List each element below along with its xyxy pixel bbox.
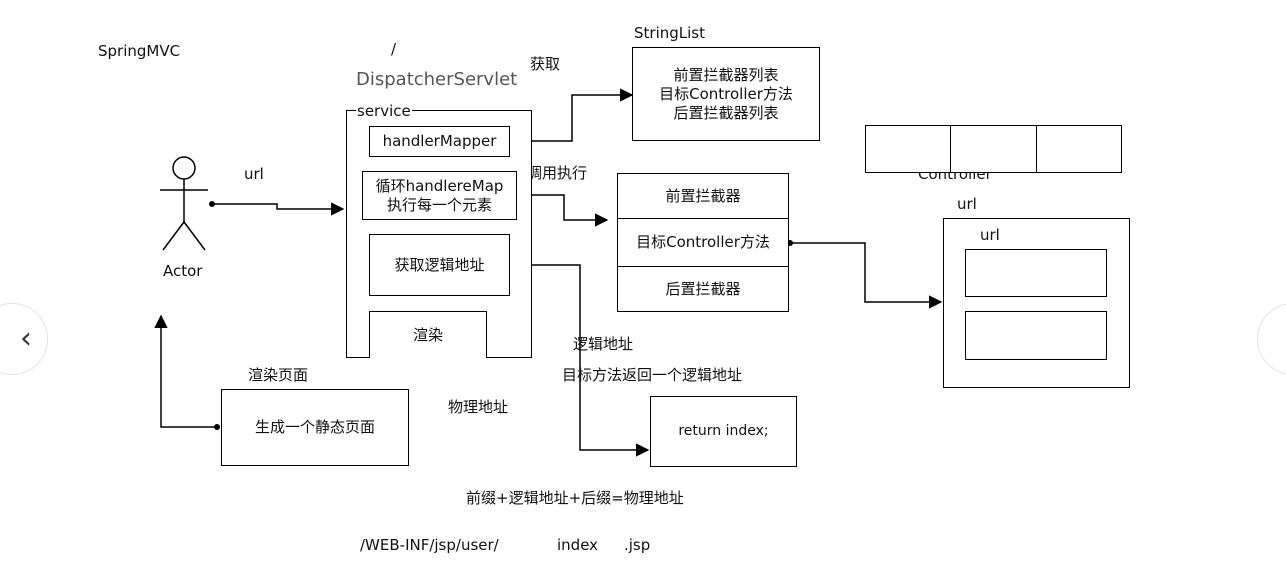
edge-handlermapper-to-stringlist <box>512 88 634 142</box>
chain-pre-text: 前置拦截器 <box>665 186 741 205</box>
actor-label: Actor <box>163 262 203 280</box>
method-returns-label: 目标方法返回一个逻辑地址 <box>562 366 743 384</box>
chain-post-interceptor: 后置拦截器 <box>617 266 789 312</box>
chain-pre-interceptor: 前置拦截器 <box>617 173 789 219</box>
return-index-text: return index; <box>678 423 769 439</box>
stringlist-title: StringList <box>634 24 705 42</box>
generate-static-text: 生成一个静态页面 <box>254 418 375 436</box>
controller-cell <box>865 125 952 173</box>
get-logic-addr-box: 获取逻辑地址 <box>369 234 510 296</box>
edge-render-page-to-actor <box>154 314 217 428</box>
controller-cell <box>1036 125 1122 173</box>
path-prefix-label: /WEB-INF/jsp/user/ <box>360 536 499 554</box>
physical-addr-label: 物理地址 <box>448 398 509 416</box>
service-label: service <box>356 102 412 120</box>
chevron-left-icon: ‹ <box>20 321 32 356</box>
controller-url-inner-label: url <box>980 226 1000 244</box>
invoke-label: 调用执行 <box>527 164 588 182</box>
stringlist-line-3: 后置拦截器列表 <box>673 103 779 122</box>
get-logic-addr-text: 获取逻辑地址 <box>394 255 485 274</box>
formula-label: 前缀+逻辑地址+后缀=物理地址 <box>466 489 684 507</box>
stringlist-box: 前置拦截器列表 目标Controller方法 后置拦截器列表 <box>632 47 820 141</box>
loop-text-2: 执行每一个元素 <box>386 195 492 214</box>
controller-box <box>943 218 1130 388</box>
actor-figure <box>160 156 208 251</box>
loop-box: 循环handlereMap 执行每一个元素 <box>362 171 517 220</box>
edge-controller-method-to-controller <box>790 242 943 309</box>
chain-controller-method: 目标Controller方法 <box>617 218 789 267</box>
controller-url-slot <box>965 311 1107 360</box>
path-index-label: index <box>557 536 599 554</box>
diagram-title: SpringMVC <box>98 42 181 60</box>
slash-label: / <box>391 40 397 58</box>
handler-mapper-box: handlerMapper <box>369 126 510 157</box>
render-box: 渲染 <box>369 311 487 358</box>
controller-url-outer-label: url <box>957 195 977 213</box>
generate-static-box: 生成一个静态页面 <box>221 389 409 466</box>
fetch-label: 获取 <box>530 55 561 73</box>
stringlist-line-2: 目标Controller方法 <box>659 84 793 103</box>
render-page-label: 渲染页面 <box>248 366 309 384</box>
logic-addr-label: 逻辑地址 <box>573 335 634 353</box>
edge-dot <box>214 424 220 430</box>
loop-text-1: 循环handlereMap <box>375 176 504 195</box>
edge-loop-to-chain <box>520 194 609 227</box>
controller-cell <box>950 125 1038 173</box>
chain-post-text: 后置拦截器 <box>665 279 741 298</box>
controller-url-slot <box>965 249 1107 297</box>
edge-actor-to-service <box>212 202 345 216</box>
dispatcher-label: DispatcherServlet <box>356 69 518 90</box>
edge-logicaddr-to-return <box>514 264 650 457</box>
handler-mapper-text: handlerMapper <box>382 132 497 150</box>
render-text: 渲染 <box>412 325 443 344</box>
controller-label: Controller <box>918 165 992 183</box>
path-suffix-label: .jsp <box>624 536 651 554</box>
stringlist-line-1: 前置拦截器列表 <box>673 65 779 84</box>
chain-method-text: 目标Controller方法 <box>636 233 770 251</box>
return-index-box: return index; <box>650 396 797 467</box>
edge-dot <box>209 201 215 207</box>
url-label: url <box>244 165 264 183</box>
